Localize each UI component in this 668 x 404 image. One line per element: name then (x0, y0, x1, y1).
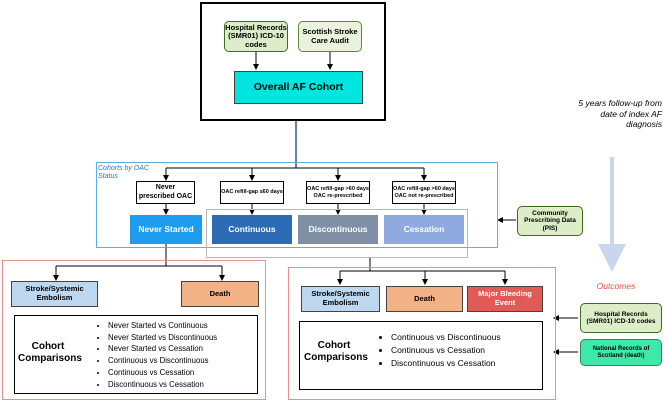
criteria-never-prescribed: Never prescribed OAC (136, 181, 195, 204)
list-item: Discontinuous vs Cessation (391, 357, 543, 370)
list-item: Continuous vs Cessation (108, 367, 258, 379)
oac-status-frame (96, 162, 498, 248)
left-comparisons-heading: Cohort Comparisons (18, 341, 82, 364)
overall-af-cohort: Overall AF Cohort (234, 71, 363, 104)
cohort-frame (200, 2, 386, 121)
list-item: Continuous vs Discontinuous (391, 331, 543, 344)
right-comparison-panel (288, 267, 556, 400)
right-stroke-outcome: Stroke/Systemic Embolism (301, 286, 380, 312)
left-comparison-panel (2, 260, 266, 400)
criteria-cessation: OAC refill-gap >60 days OAC not re-presc… (392, 181, 456, 204)
right-death-outcome: Death (386, 286, 463, 312)
list-item: Continuous vs Cessation (391, 344, 543, 357)
right-comparisons-box (299, 321, 543, 390)
list-item: Never Started vs Cessation (108, 343, 258, 355)
treated-groups-frame (206, 209, 468, 258)
list-item: Discontinuous vs Cessation (108, 379, 258, 391)
group-cessation: Cessation (384, 215, 464, 244)
right-bleeding-outcome: Major Bleeding Event (467, 286, 543, 312)
hospital-records-outcomes-source: Hospital Records (SMR01) ICD-10 codes (580, 303, 662, 333)
stroke-audit-source: Scottish Stroke Care Audit (298, 21, 362, 52)
prescribing-data-source: Community Prescribing Data (PIS) (517, 206, 583, 236)
left-comparisons-list: Never Started vs Continuous Never Starte… (94, 320, 258, 390)
list-item: Never Started vs Continuous (108, 320, 258, 332)
group-discontinuous: Discontinuous (298, 215, 378, 244)
left-comparisons-box (14, 315, 258, 394)
right-comparisons-list: Continuous vs Discontinuous Continuous v… (377, 331, 543, 370)
followup-text: 5 years follow-up from date of index AF … (578, 98, 662, 130)
left-death-outcome: Death (181, 281, 259, 307)
oac-status-label: Cohorts by OAC Status (98, 165, 149, 181)
criteria-discontinuous: OAC refill-gap >60 days OAC re-prescribe… (306, 181, 370, 204)
group-never-started: Never Started (130, 215, 202, 244)
criteria-continuous: OAC refill-gap ≤60 days (220, 181, 284, 204)
left-stroke-outcome: Stroke/Systemic Embolism (11, 281, 98, 307)
list-item: Continuous vs Discontinuous (108, 355, 258, 367)
right-comparisons-heading: Cohort Comparisons (304, 340, 368, 363)
outcomes-label: Outcomes (596, 281, 636, 291)
list-item: Never Started vs Discontinuous (108, 332, 258, 344)
group-continuous: Continuous (212, 215, 292, 244)
hospital-records-source: Hospital Records (SMR01) ICD-10 codes (224, 21, 288, 52)
national-records-source: National Records of Scotland (death) (580, 339, 662, 366)
